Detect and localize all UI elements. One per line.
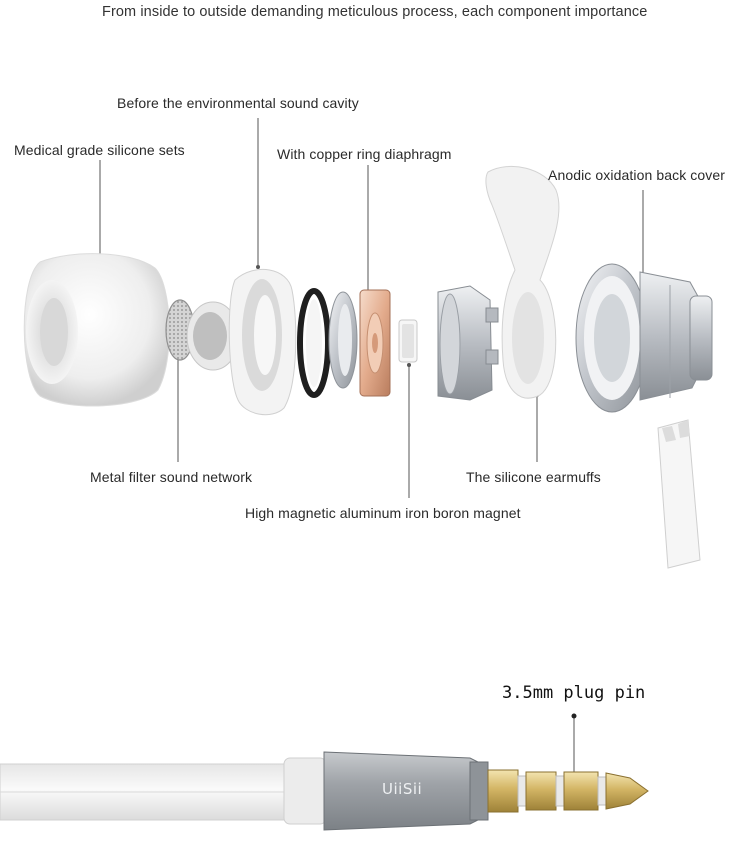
leader-lines	[98, 118, 645, 772]
anodized-back-cover	[575, 263, 713, 413]
audio-cable	[0, 757, 327, 825]
magnet-housing	[437, 285, 499, 401]
label-filter-network: Metal filter sound network	[90, 469, 253, 485]
metal-ring	[328, 291, 358, 389]
silicone-earmuff	[485, 165, 560, 399]
label-earmuffs: The silicone earmuffs	[466, 469, 601, 485]
label-plug-pin: 3.5mm plug pin	[502, 683, 646, 703]
silicone-ear-tip	[23, 253, 170, 407]
label-silicone-sets: Medical grade silicone sets	[14, 142, 185, 158]
label-sound-cavity: Before the environmental sound cavity	[117, 95, 359, 111]
plug-sleeve	[323, 751, 489, 831]
cable-strain-relief	[657, 419, 701, 569]
brand-logo: UiiSii	[382, 780, 423, 798]
label-copper-diaphragm: With copper ring diaphragm	[277, 146, 452, 162]
copper-ring-diaphragm	[359, 289, 391, 397]
neodymium-magnet	[398, 319, 418, 363]
black-gasket-ring	[297, 288, 331, 398]
gold-plug-pin	[487, 769, 649, 813]
label-back-cover: Anodic oxidation back cover	[548, 167, 726, 183]
front-sound-cavity	[186, 268, 297, 416]
headline: From inside to outside demanding meticul…	[102, 4, 648, 20]
label-magnet: High magnetic aluminum iron boron magnet	[245, 505, 521, 521]
